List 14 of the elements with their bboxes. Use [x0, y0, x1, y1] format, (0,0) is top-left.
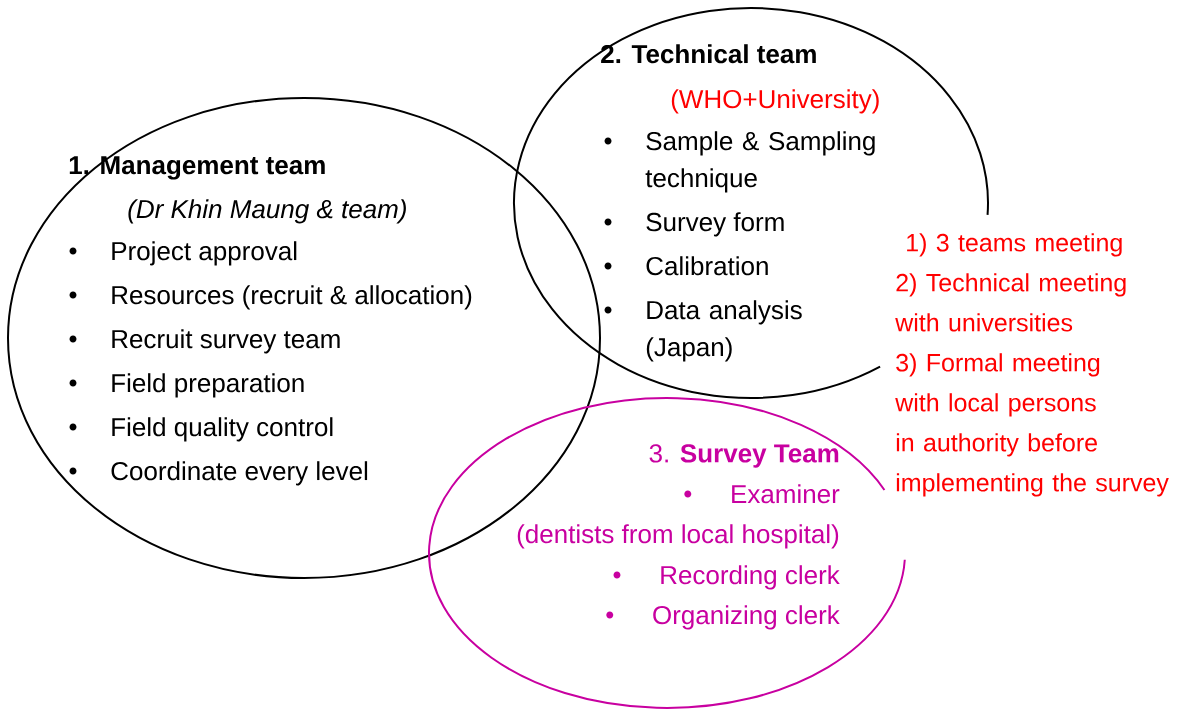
- node-label: Data analysis (Japan): [646, 300, 802, 362]
- node-label: (WHO+University): [671, 89, 879, 114]
- node-label: Calibration: [646, 256, 768, 276]
- node-label: Examiner: [732, 484, 840, 504]
- note-text: 1) 3 teams meeting: [907, 233, 1122, 257]
- node-label: Survey form: [646, 212, 784, 237]
- node-label: 2. Technical team: [601, 44, 816, 64]
- node-label: Sample & Sampling technique: [645, 131, 875, 193]
- note-text: 3) Formal meeting with local persons in authority before implementing the survey: [895, 353, 1169, 497]
- node-label: Recording clerk: [661, 565, 840, 590]
- node-label: (dentists from local hospital): [517, 524, 839, 549]
- node-label: Organizing clerk: [653, 605, 840, 630]
- note-text: 2) Technical meeting with universities: [895, 273, 1126, 332]
- node-label: 3. Survey Team: [649, 444, 839, 468]
